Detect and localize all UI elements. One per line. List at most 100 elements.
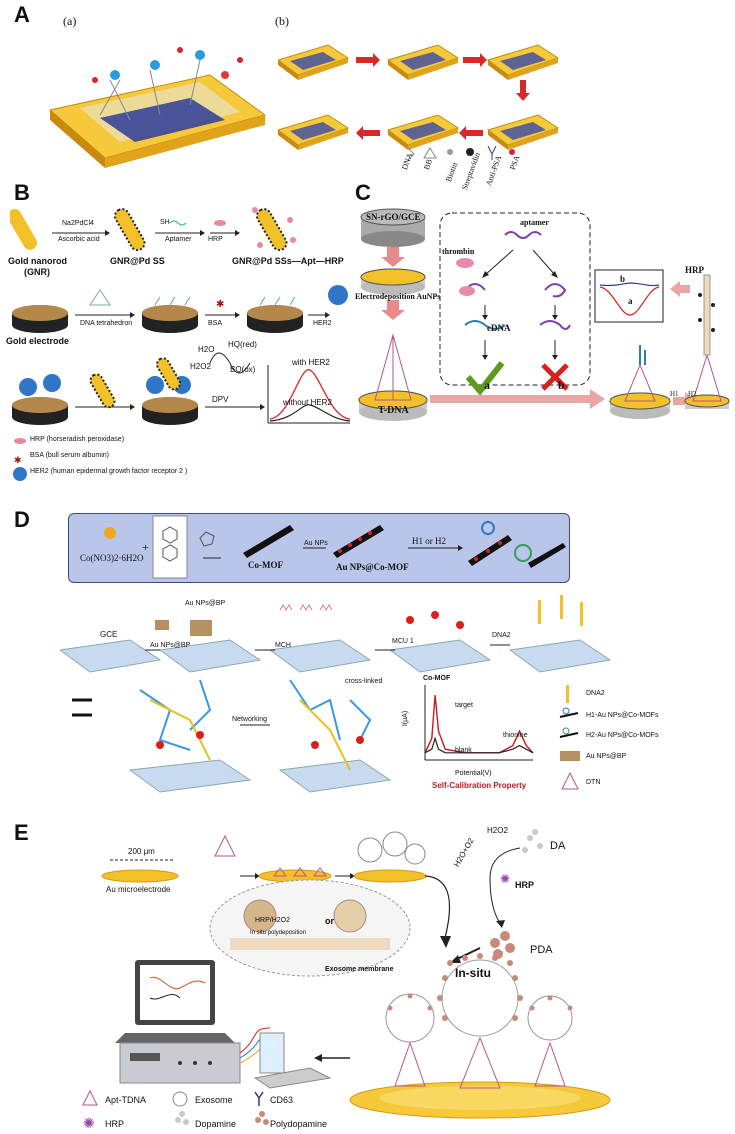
d-legend-dna2: DNA2: [586, 690, 605, 697]
d-mch: MCH: [275, 642, 291, 649]
e-hrp: HRP: [515, 880, 535, 890]
e-pda: PDA: [530, 944, 553, 956]
d-legend-h2: H2-Au NPs@Co-MOFs: [586, 732, 659, 739]
svg-text:✺: ✺: [83, 1115, 95, 1128]
d-plus: +: [142, 540, 149, 554]
e-in-situ: In-situ: [455, 966, 491, 980]
e-legend-dopamine: Dopamine: [195, 1119, 237, 1129]
panel-d-top-graphics: [104, 515, 566, 579]
panel-letter-c: C: [355, 180, 371, 205]
b-legend-hrp: HRP (horseradish peroxidase): [30, 436, 125, 443]
b-gold-electrode: Gold electrode: [6, 336, 70, 346]
d-legend-h1: H1-Au NPs@Co-MOFs: [586, 712, 659, 719]
d-blank: blank: [455, 747, 472, 754]
d-gce: GCE: [100, 630, 118, 639]
panel-e-graphics: ✺ ✺: [82, 829, 611, 1128]
b-aptamer: Aptamer: [165, 236, 192, 243]
d-cobalt: Co(NO3)2·6H2O: [80, 553, 144, 563]
e-da: DA: [550, 840, 566, 852]
c-tdna: T-DNA: [378, 405, 409, 416]
panel-c-graphics: [358, 208, 730, 421]
d-mcu: MCU 1: [392, 638, 414, 645]
d-dna2: DNA2: [492, 632, 511, 639]
e-legend-apt: Apt-TDNA: [105, 1095, 147, 1105]
e-scale: 200 μm: [128, 847, 155, 856]
b-na2pdcl4: Na2PdCl4: [62, 220, 94, 227]
panel-letter-d: D: [14, 507, 30, 532]
e-legend-cd63: CD63: [270, 1095, 294, 1105]
b-hrp: HRP: [208, 236, 223, 243]
e-exo-mem: Exosome membrane: [325, 966, 394, 973]
e-h2o2: H2O2: [487, 826, 508, 835]
c-thrombin: thrombin: [442, 247, 475, 256]
panel-b-graphics: ✱ ✱: [10, 207, 351, 481]
c-cdna: cDNA: [487, 323, 511, 333]
c-curve-a: a: [628, 296, 633, 306]
c-h1: H1: [670, 390, 679, 398]
d-au-nps-bp2: Au NPs@BP: [185, 600, 226, 607]
b-hq: HQ(red): [228, 340, 257, 349]
d-networking: Networking: [232, 716, 268, 723]
c-h2: H2: [688, 390, 697, 398]
b-ascorbic: Ascorbic acid: [58, 236, 100, 243]
panel-d-legend-icons: [559, 685, 580, 790]
b-h2o2: H2O2: [190, 362, 211, 371]
d-au-nps-bp: Au NPs@BP: [150, 642, 191, 649]
panel-d-chart: [424, 685, 534, 761]
d-thionine: thionine: [503, 732, 528, 739]
panel-letter-b: B: [14, 180, 30, 205]
e-au-micro: Au microelectrode: [106, 885, 171, 894]
panel-a-sub-a: (a): [63, 14, 77, 28]
d-comof: Co-MOF: [248, 560, 283, 570]
d-xlabel: Potential(V): [455, 770, 492, 777]
d-legend-dtn: DTN: [586, 779, 601, 786]
e-or: or: [325, 916, 334, 926]
e-legend-exosome: Exosome: [195, 1095, 233, 1105]
b-gnr-pd-apt: GNR@Pd SSs—Apt—HRP: [232, 256, 344, 266]
panel-letter-a: A: [14, 2, 30, 27]
d-ylabel: I(μA): [402, 710, 410, 727]
c-hrp: HRP: [685, 265, 704, 275]
panel-a-sub-b: (b): [275, 14, 289, 28]
svg-text:✱: ✱: [14, 455, 22, 465]
b-sh: SH: [160, 219, 170, 226]
b-dpv: DPV: [212, 395, 229, 404]
d-au-nps: Au NPs: [304, 540, 328, 547]
b-h2o: H2O: [198, 345, 215, 354]
d-target: target: [455, 702, 473, 709]
b-gnr-line2: (GNR): [24, 267, 50, 277]
d-self-cal: Self-Calibration Property: [432, 781, 527, 790]
b-gnr-pd: GNR@Pd SS: [110, 256, 165, 266]
d-legend-bp: Au NPs@BP: [586, 753, 627, 760]
d-cross-linked: cross-linked: [345, 678, 383, 685]
d-h1-or-h2: H1 or H2: [412, 536, 446, 546]
svg-text:✱: ✱: [216, 299, 224, 310]
series-target-line: [424, 695, 534, 754]
c-aptamer: aptamer: [520, 218, 549, 227]
panel-a-device: [48, 47, 267, 168]
panel-letter-e: E: [14, 820, 29, 845]
d-plot-comof: Co-MOF: [423, 675, 451, 682]
c-sn-rgo: SN-rGO/GCE: [366, 212, 421, 222]
e-legend-polydopamine: Polydopamine: [270, 1119, 328, 1129]
d-au-nps-comof: Au NPs@Co-MOF: [336, 562, 409, 572]
c-label-b: b: [558, 378, 565, 392]
b-legend-bsa: BSA (bull serum albumin): [30, 452, 109, 459]
panel-a-process: [278, 44, 559, 151]
b-bsa: BSA: [208, 320, 223, 327]
b-her2: HER2: [313, 320, 332, 327]
e-legend-hrp: HRP: [105, 1119, 125, 1129]
panel-d-network: [72, 679, 392, 793]
c-label-a: a: [484, 378, 490, 392]
b-with-her2: with HER2: [292, 358, 330, 367]
panel-a-legend: DNA BB Biotin Streptavidin Anti-PSA PSA: [400, 140, 600, 191]
e-hrp-h2o2: HRP/H2O2: [255, 917, 291, 924]
b-dna-tetra: DNA tetrahedron: [80, 320, 133, 327]
b-without-her2: without HER2: [283, 398, 332, 407]
series-blank-line: [424, 736, 534, 754]
c-curve-b: b: [620, 274, 626, 284]
svg-text:✺: ✺: [500, 872, 510, 886]
panel-d-steps: [60, 595, 611, 673]
b-bq: BQ(ox): [230, 365, 256, 374]
c-electrodeposition: Electrodeposition AuNPs: [355, 292, 441, 301]
